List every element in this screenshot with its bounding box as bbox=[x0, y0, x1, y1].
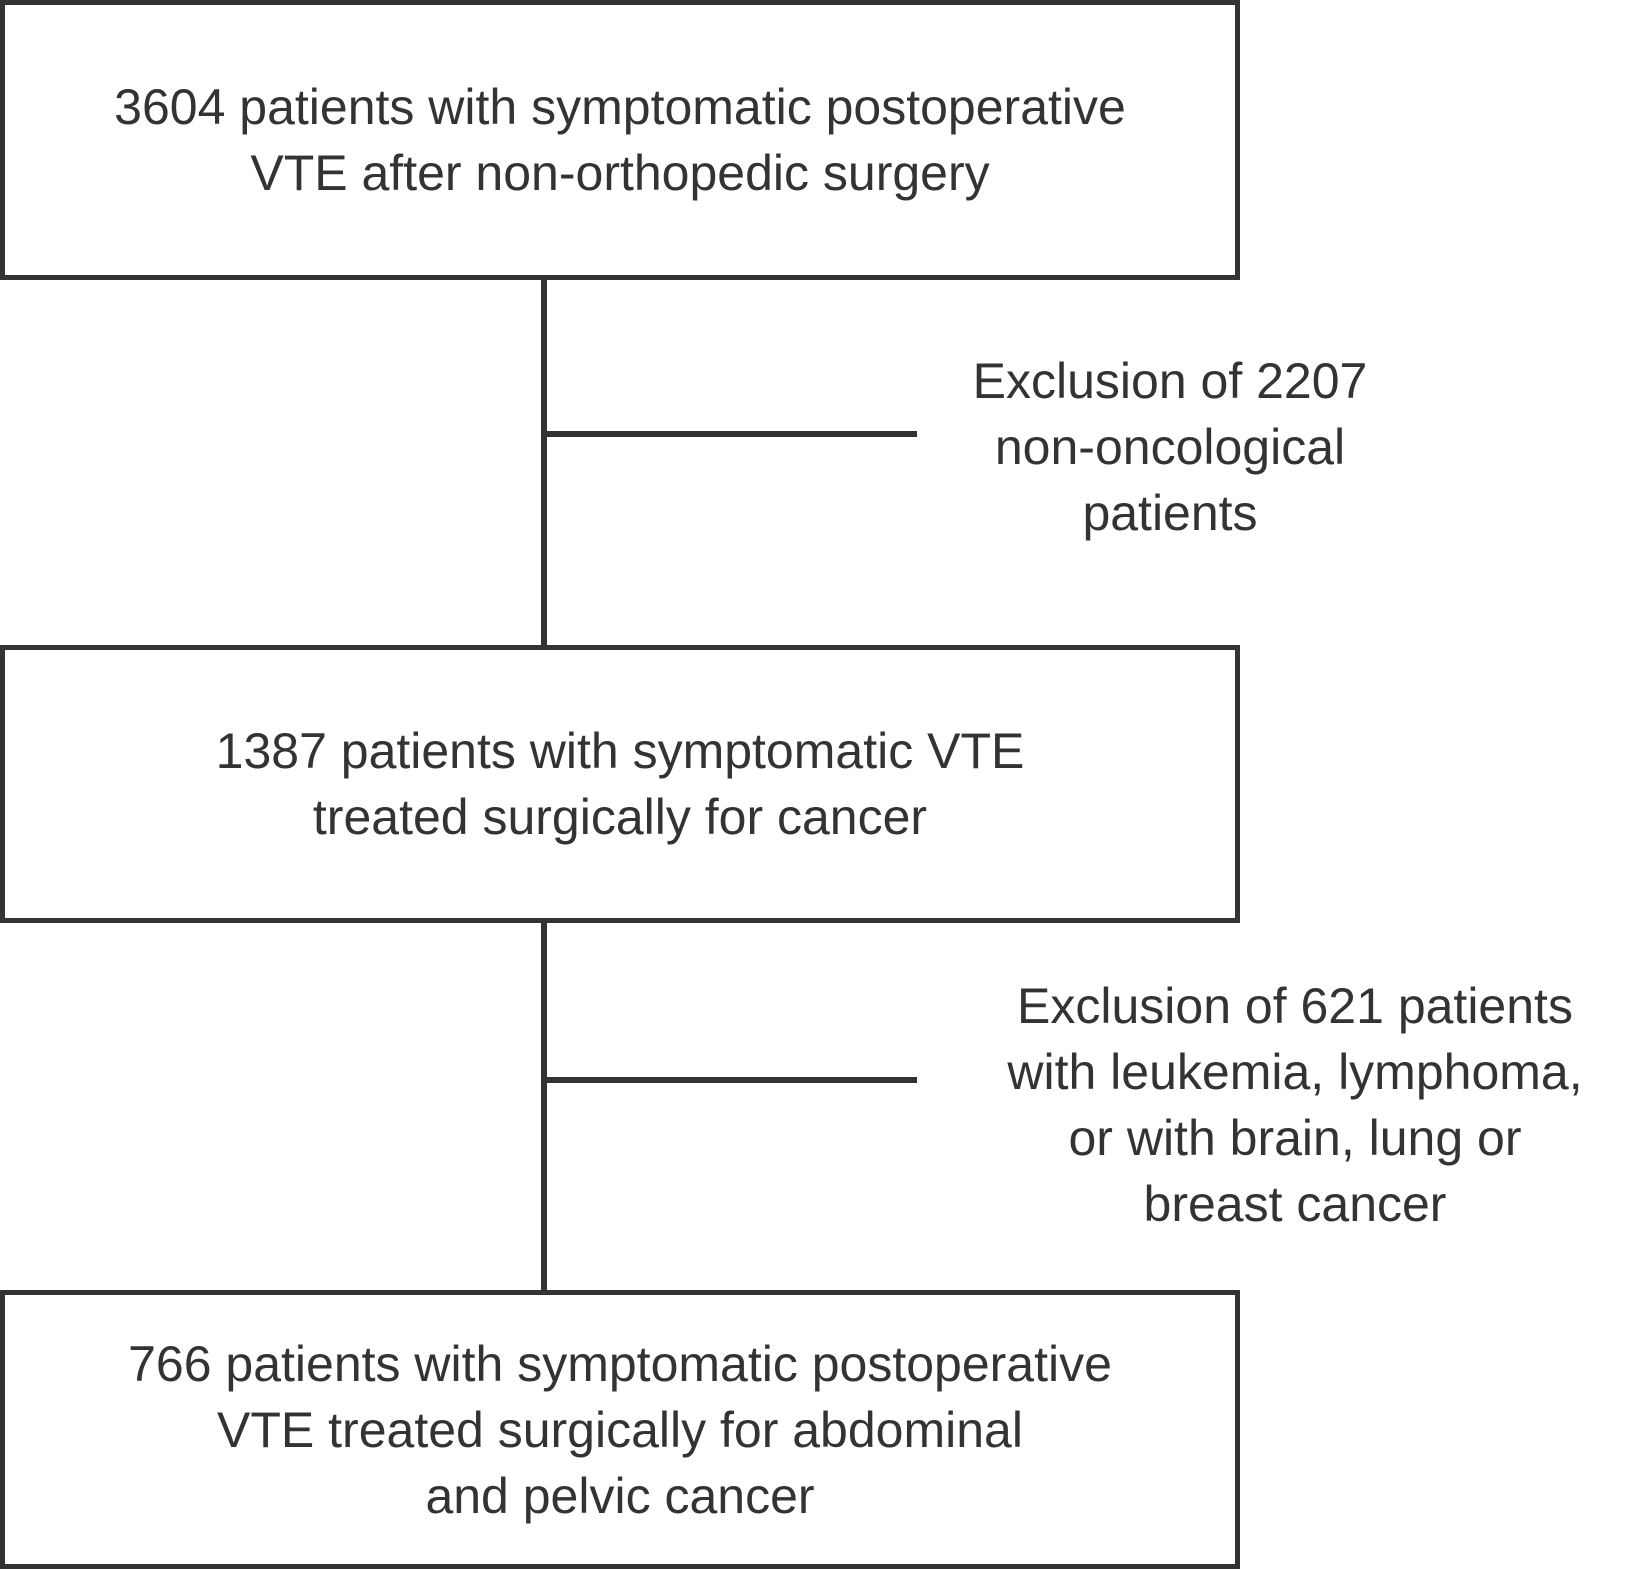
exclusion-text-line: patients bbox=[1082, 485, 1258, 541]
box-text-line: and pelvic cancer bbox=[425, 1467, 815, 1524]
exclusion-text-line: non-oncological bbox=[994, 419, 1346, 475]
flow-box-cancer-cohort: 1387 patients with symptomatic VTE treat… bbox=[0, 645, 1240, 923]
box-text-line: VTE after non-orthopedic surgery bbox=[250, 145, 990, 201]
connector-branch-2 bbox=[541, 1077, 917, 1083]
flow-box-initial-cohort: 3604 patients with symptomatic postopera… bbox=[0, 0, 1240, 280]
exclusion-text-line: Exclusion of 2207 bbox=[972, 353, 1368, 409]
exclusion-text-line: or with brain, lung or bbox=[1068, 1110, 1522, 1166]
exclusion-text-line: with leukemia, lymphoma, bbox=[1007, 1044, 1583, 1100]
connector-vertical-2 bbox=[541, 918, 547, 1290]
exclusion-note-non-oncological: Exclusion of 2207 non-oncological patien… bbox=[910, 348, 1430, 546]
box-text-line: 3604 patients with symptomatic postopera… bbox=[114, 79, 1126, 135]
box-text-line: 766 patients with symptomatic postoperat… bbox=[128, 1335, 1112, 1392]
connector-branch-1 bbox=[541, 431, 917, 437]
exclusion-text-line: breast cancer bbox=[1143, 1176, 1447, 1232]
box-text-line: VTE treated surgically for abdominal bbox=[217, 1401, 1023, 1458]
connector-vertical-1 bbox=[541, 280, 547, 648]
box-text-line: treated surgically for cancer bbox=[312, 789, 928, 845]
box-text-line: 1387 patients with symptomatic VTE bbox=[215, 723, 1025, 779]
exclusion-note-other-cancers: Exclusion of 621 patients with leukemia,… bbox=[965, 973, 1625, 1237]
flow-box-final-cohort: 766 patients with symptomatic postoperat… bbox=[0, 1290, 1240, 1569]
exclusion-text-line: Exclusion of 621 patients bbox=[1017, 978, 1573, 1034]
